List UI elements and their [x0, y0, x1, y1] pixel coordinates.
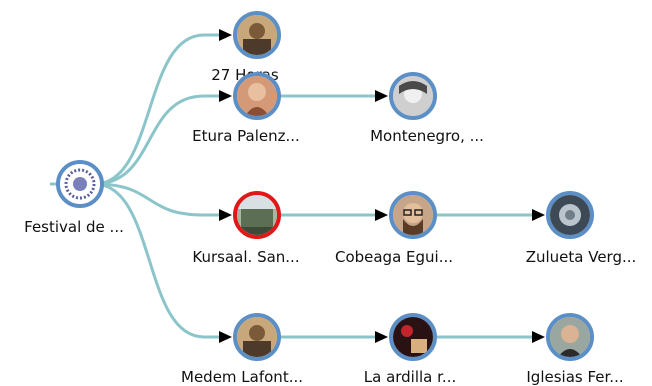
edge-festival-kursaal — [94, 182, 220, 217]
node-kursaal[interactable] — [233, 191, 281, 239]
film-poster-icon — [237, 317, 277, 357]
arrowhead-ardilla-iglesias — [532, 331, 545, 343]
node-27-horas[interactable] — [233, 11, 281, 59]
node-medem[interactable] — [233, 313, 281, 361]
node-iglesias[interactable] — [546, 313, 594, 361]
arrowhead-festival-27horas — [219, 29, 232, 41]
node-label-etura: Etura Palenz... — [192, 127, 300, 145]
node-label-cobeaga: Cobeaga Egui... — [334, 248, 454, 266]
vintage-portrait-icon — [393, 76, 433, 116]
building-photo-icon — [237, 195, 277, 235]
arrowhead-medem-ardilla — [375, 331, 388, 343]
node-ardilla[interactable] — [389, 313, 437, 361]
abstract-portrait-icon — [550, 195, 590, 235]
node-label-ardilla: La ardilla r... — [363, 368, 457, 386]
node-label-medem: Medem Lafont... — [181, 368, 303, 386]
woman-portrait-icon — [237, 76, 277, 116]
film-poster-icon — [237, 15, 277, 55]
node-cobeaga[interactable] — [389, 191, 437, 239]
arrowhead-festival-etura — [219, 90, 232, 102]
man-portrait-icon — [550, 317, 590, 357]
edge-festival-medem — [94, 182, 220, 339]
arrowhead-festival-medem — [219, 331, 232, 343]
node-montenegro[interactable] — [389, 72, 437, 120]
man-glasses-portrait-icon — [393, 195, 433, 235]
node-label-zulueta: Zulueta Verg... — [525, 248, 637, 266]
film-still-icon — [393, 317, 433, 357]
node-zulueta[interactable] — [546, 191, 594, 239]
node-festival[interactable] — [56, 160, 104, 208]
node-etura[interactable] — [233, 72, 281, 120]
node-label-kursaal: Kursaal. San... — [192, 248, 300, 266]
arrowhead-etura-montenegro — [375, 90, 388, 102]
arrowhead-cobeaga-zulueta — [532, 209, 545, 221]
node-label-montenegro: Montenegro, ... — [370, 127, 484, 145]
node-label-festival: Festival de ... — [24, 218, 124, 236]
edge-festival-etura — [94, 94, 220, 186]
edge-festival-27horas — [94, 33, 220, 186]
arrowhead-kursaal-cobeaga — [375, 209, 388, 221]
node-label-iglesias: Iglesias Fer... — [526, 368, 624, 386]
festival-logo-icon — [60, 164, 100, 204]
arrowhead-festival-kursaal — [219, 209, 232, 221]
